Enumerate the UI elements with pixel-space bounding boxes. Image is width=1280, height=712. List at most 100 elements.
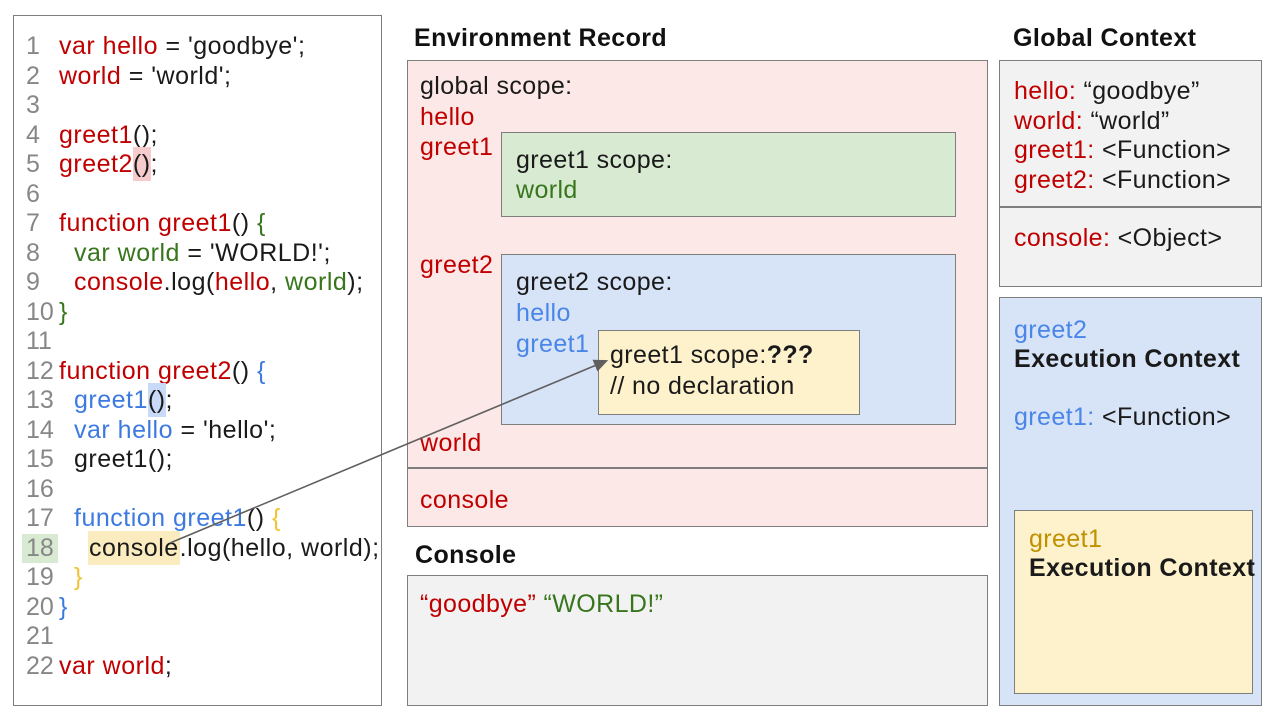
line-number: 9: [26, 268, 40, 296]
code-line-21: 21: [14, 622, 381, 652]
global-var-greet2: greet2: [420, 251, 494, 279]
global-var-hello: hello: [420, 103, 475, 131]
global-context-entry: greet1: <Function>: [1014, 136, 1232, 164]
console-output-box: “goodbye” “WORLD!”: [407, 575, 988, 706]
line-number: 5: [26, 150, 40, 178]
code-text: greet2();: [59, 147, 158, 181]
global-context-entry: hello: “goodbye”: [1014, 77, 1200, 105]
entry-key: console:: [1014, 224, 1111, 252]
line-number: 11: [26, 327, 52, 355]
code-text: var hello = 'hello';: [74, 415, 277, 444]
code-text: world = 'world';: [59, 61, 232, 90]
line-number: 10: [26, 297, 54, 326]
global-context-divider: [1000, 206, 1261, 208]
environment-record-title: Environment Record: [414, 24, 668, 52]
global-context-console-entry: console: <Object>: [1014, 224, 1222, 254]
global-var-greet1: greet1: [420, 133, 494, 161]
exec-context-entry: greet1: <Function>: [1014, 403, 1231, 433]
line-number: 6: [26, 179, 40, 208]
code-line-10: 10}: [14, 298, 381, 328]
code-text: console.log(hello, world);: [88, 530, 380, 565]
code-text: var world = 'WORLD!';: [74, 238, 331, 267]
code-line-20: 20}: [14, 593, 381, 623]
code-line-19: 19}: [14, 563, 381, 593]
global-context-title: Global Context: [1013, 24, 1197, 52]
unresolved-scope-comment: // no declaration: [610, 372, 795, 400]
global-context-entries: hello: “goodbye”world: “world”greet1: <F…: [1014, 77, 1231, 195]
line-number: 16: [26, 474, 54, 503]
line-number: 2: [26, 61, 40, 90]
code-line-17: 17 function greet1() {: [14, 504, 381, 534]
code-line-11: 11: [14, 327, 381, 357]
entry-value: <Function>: [1094, 403, 1232, 431]
code-line-18: 18 console.log(hello, world);: [14, 530, 381, 565]
code-line-3: 3: [14, 91, 381, 121]
code-line-15: 15 greet1();: [14, 445, 381, 475]
greet1-scope-var-world: world: [516, 176, 578, 204]
console-output-value: “WORLD!”: [543, 590, 664, 618]
global-context-box: hello: “goodbye”world: “world”greet1: <F…: [999, 60, 1262, 287]
greet1-unresolved-scope-box: greet1 scope:??? // no declaration: [598, 330, 860, 415]
code-text: var hello = 'goodbye';: [59, 32, 306, 60]
greet1-execution-context-box: greet1 Execution Context: [1014, 510, 1256, 694]
global-var-world: world: [420, 429, 482, 457]
code-line-2: 2 world = 'world';: [14, 62, 381, 92]
code-line-5: 5 greet2();: [14, 147, 381, 181]
code-line-1: 1 var hello = 'goodbye';: [14, 32, 381, 62]
exec-fn-name: greet2: [1014, 316, 1088, 344]
line-number: 15: [26, 445, 54, 473]
greet2-execution-context-box: greet2 Execution Context greet1: <Functi…: [999, 297, 1262, 706]
exec-context-label: Execution Context: [1014, 345, 1241, 373]
line-number: 17: [26, 504, 54, 532]
line-number: 8: [26, 238, 40, 267]
global-context-entry: world: “world”: [1014, 106, 1170, 135]
greet1-scope-box: greet1 scope: world: [501, 132, 956, 217]
code-text: greet1();: [74, 445, 173, 473]
code-text: var world;: [59, 651, 173, 680]
line-number: 3: [26, 91, 40, 119]
code-text: function greet2() {: [59, 356, 266, 385]
inner-exec-fn-name: greet1: [1029, 525, 1103, 553]
line-number: 18: [22, 533, 58, 563]
line-number: 14: [26, 415, 54, 444]
line-number: 1: [26, 32, 40, 60]
line-number: 19: [26, 563, 54, 591]
entry-value: <Object>: [1110, 224, 1223, 252]
global-context-entry: greet2: <Function>: [1014, 165, 1232, 194]
code-line-9: 9 console.log(hello, world);: [14, 268, 381, 298]
line-number: 21: [26, 622, 54, 650]
code-text: function greet1() {: [74, 504, 281, 532]
global-var-console: console: [420, 486, 509, 514]
inner-exec-context-label: Execution Context: [1029, 554, 1256, 582]
code-line-13: 13 greet1();: [14, 383, 381, 417]
entry-key: greet1:: [1014, 403, 1095, 431]
code-text: }: [59, 592, 68, 621]
greet2-scope-var-greet1: greet1: [516, 330, 590, 358]
code-text: }: [59, 297, 68, 326]
code-line-6: 6: [14, 180, 381, 210]
unresolved-scope-title: greet1 scope:???: [610, 341, 814, 370]
code-line-8: 8 var world = 'WORLD!';: [14, 239, 381, 269]
code-text: console.log(hello, world);: [74, 268, 364, 296]
line-number: 20: [26, 592, 54, 621]
code-text: }: [74, 563, 83, 591]
greet1-scope-title: greet1 scope:: [516, 146, 673, 174]
greet2-scope-var-hello: hello: [516, 299, 571, 327]
greet2-scope-title: greet2 scope:: [516, 268, 673, 296]
console-title: Console: [415, 541, 517, 569]
console-output-line: “goodbye” “WORLD!”: [420, 590, 663, 619]
greet2-scope-box: greet2 scope: hello greet1 greet1 scope:…: [501, 254, 956, 425]
console-output-value: “goodbye”: [420, 590, 537, 618]
code-editor-panel: 1 var hello = 'goodbye'; 2 world = 'world';…: [13, 15, 382, 706]
code-text: greet1();: [59, 120, 158, 149]
code-line-14: 14 var hello = 'hello';: [14, 416, 381, 446]
global-scope-box: global scope: hello greet1 greet2 world …: [407, 60, 988, 527]
line-number: 13: [26, 386, 54, 414]
code-text: greet1();: [74, 383, 173, 417]
code-lines: 1 var hello = 'goodbye'; 2 world = 'world';…: [14, 32, 381, 681]
